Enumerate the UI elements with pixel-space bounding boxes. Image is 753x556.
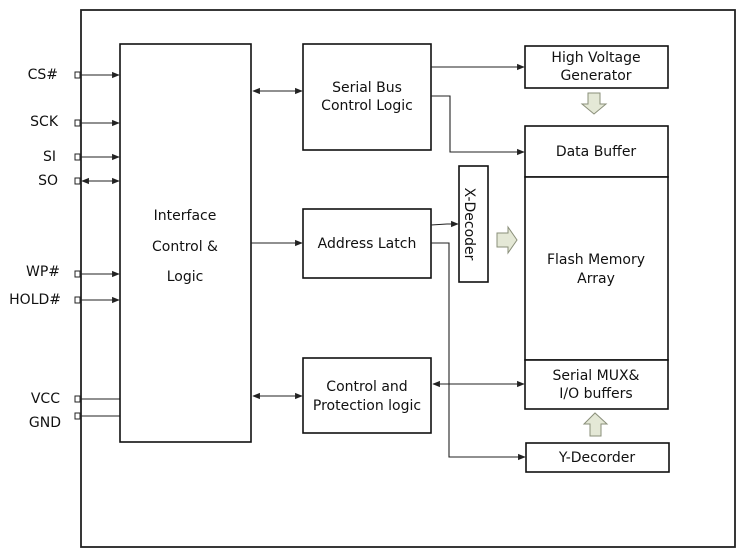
block-label: Serial Bus	[332, 80, 402, 96]
pin-pad	[74, 395, 81, 403]
block-label: Y-Decorder	[558, 450, 636, 466]
block-label: Control Logic	[321, 98, 413, 114]
serial-mux-io-buffers-block: Serial MUX& I/O buffers	[524, 359, 669, 410]
pin-gnd: GND	[29, 412, 120, 431]
block-label: X-Decoder	[461, 188, 477, 261]
block-label: Serial MUX&	[553, 368, 640, 384]
pin-label: SO	[38, 173, 58, 189]
pin-label: SCK	[30, 114, 59, 130]
block-arrow-down-icon	[580, 92, 608, 115]
wire-addresslatch-xdecoder	[430, 220, 459, 228]
flash-memory-array-block: Flash Memory Array	[524, 176, 669, 361]
data-buffer-block: Data Buffer	[524, 125, 669, 178]
block-arrow-up-icon	[582, 412, 609, 437]
control-protection-block: Control and Protection logic	[302, 357, 432, 434]
pin-label: HOLD#	[9, 292, 61, 308]
block-label: Control and	[326, 379, 407, 395]
x-decoder-block: X-Decoder	[458, 165, 489, 283]
pin-wp: WP#	[26, 264, 120, 280]
block-label: Generator	[560, 68, 631, 84]
block-label: Address Latch	[318, 236, 417, 252]
block-label: I/O buffers	[559, 386, 632, 402]
pin-sck: SCK	[30, 114, 120, 130]
pin-pad	[74, 296, 81, 304]
pin-label: WP#	[26, 264, 60, 280]
block-label: Array	[577, 271, 615, 287]
pin-pad	[74, 153, 81, 161]
pin-pad	[74, 177, 81, 185]
block-label: High Voltage	[551, 50, 640, 66]
pin-label: CS#	[28, 67, 58, 83]
chip-outline	[80, 9, 736, 548]
block-label: Logic	[167, 269, 204, 285]
block-label: Flash Memory	[547, 252, 645, 268]
address-latch-block: Address Latch	[302, 208, 432, 279]
pin-label: SI	[43, 149, 56, 165]
block-label: Interface	[154, 208, 217, 224]
pin-so: SO	[38, 173, 120, 189]
block-label: Protection logic	[313, 398, 421, 414]
pin-label: VCC	[31, 391, 60, 407]
pin-hold: HOLD#	[9, 292, 120, 308]
pin-label: GND	[29, 415, 61, 431]
pin-vcc: VCC	[31, 391, 120, 407]
pin-cs: CS#	[28, 67, 120, 83]
pin-pad	[74, 412, 81, 420]
pin-si: SI	[43, 149, 120, 165]
interface-control-block: Interface Control & Logic	[119, 43, 252, 443]
wire-serialbus-databuffer	[431, 95, 525, 156]
pin-pad	[74, 71, 81, 79]
pin-pad	[74, 270, 81, 278]
wire-addresslatch-ydecoder	[431, 242, 526, 461]
y-decoder-block: Y-Decorder	[525, 442, 670, 473]
pin-pad	[74, 119, 81, 127]
high-voltage-generator-block: High Voltage Generator	[524, 45, 669, 89]
serial-bus-control-block: Serial Bus Control Logic	[302, 43, 432, 151]
block-label: Control &	[152, 239, 218, 255]
block-label: Data Buffer	[556, 144, 637, 160]
block-arrow-right-icon	[496, 225, 518, 255]
